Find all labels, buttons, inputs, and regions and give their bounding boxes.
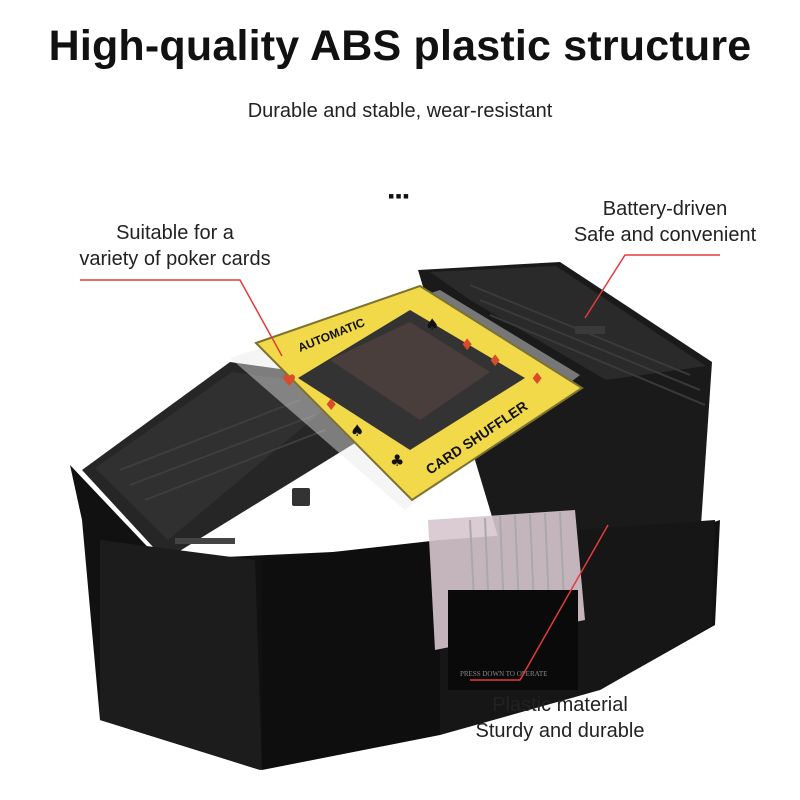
svg-text:♠: ♠ bbox=[350, 421, 364, 440]
subheadline: Durable and stable, wear-resistant bbox=[247, 100, 553, 122]
button-text: PRESS DOWN TO OPERATE bbox=[460, 670, 547, 678]
svg-text:♦: ♦ bbox=[530, 369, 544, 388]
svg-text:♦: ♦ bbox=[460, 335, 474, 354]
headline: High-quality ABS plastic structure bbox=[48, 22, 752, 70]
callout-cards-line1: Suitable for a bbox=[116, 222, 234, 244]
leader-lines bbox=[80, 254, 720, 681]
svg-text:♦: ♦ bbox=[324, 395, 338, 414]
callout-material-line1: Plastic material bbox=[492, 694, 628, 716]
svg-text:♦: ♦ bbox=[488, 351, 502, 370]
callout-battery-line1: Battery-driven bbox=[602, 198, 728, 220]
callout-cards: Suitable for a variety of poker cards bbox=[60, 220, 290, 272]
callout-material: Plastic material Sturdy and durable bbox=[440, 692, 680, 744]
svg-text:♥: ♥ bbox=[282, 371, 296, 390]
card-shuffler-image: PRESS DOWN TO OPERATE ♥ ♦ ♠ ♣ ♠ ♦ ♦ ♦ AU… bbox=[70, 262, 720, 770]
svg-text:♣: ♣ bbox=[390, 451, 404, 470]
callout-battery-line2: Safe and convenient bbox=[573, 224, 757, 246]
quote-marker: ▪▪▪ bbox=[388, 186, 411, 206]
svg-text:♠: ♠ bbox=[425, 315, 439, 334]
callout-material-line2: Sturdy and durable bbox=[475, 720, 645, 742]
callout-battery: Battery-driven Safe and convenient bbox=[545, 196, 785, 248]
callout-cards-line2: variety of poker cards bbox=[79, 248, 271, 270]
